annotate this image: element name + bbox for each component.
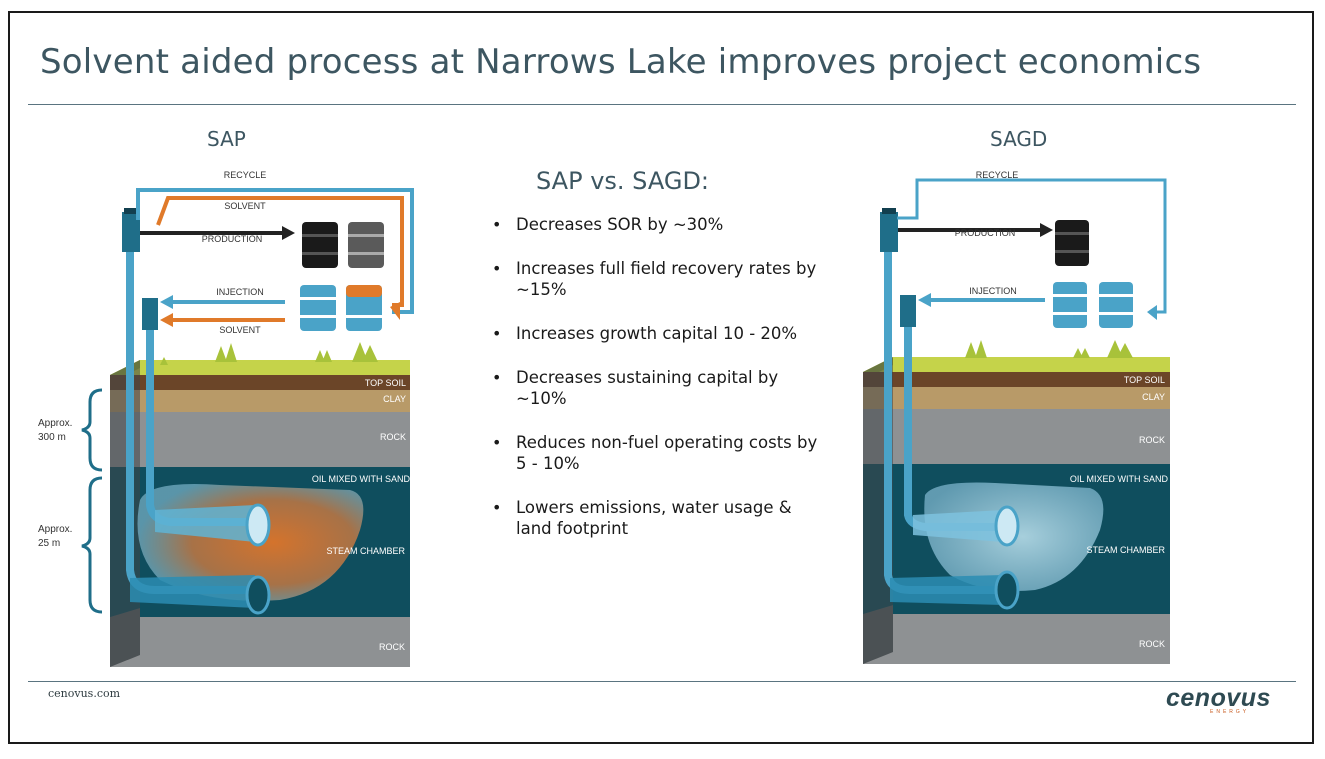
rock-bottom-label: ROCK: [1139, 639, 1165, 649]
solvent-bottom-label: SOLVENT: [219, 325, 261, 335]
injection-label: INJECTION: [969, 286, 1017, 296]
production-barrels: [302, 222, 384, 268]
recycle-line: [136, 188, 414, 314]
sap-heading: SAP: [207, 127, 246, 151]
trees-icon: [160, 342, 378, 365]
cenovus-logo-sub: ENERGY: [1210, 709, 1250, 715]
list-item: Increases full field recovery rates by ~…: [490, 258, 820, 300]
list-item: Lowers emissions, water usage & land foo…: [490, 497, 820, 539]
rock-bottom-layer: [110, 617, 410, 667]
injection-wellhead: [142, 298, 158, 330]
ground-top-surface: [863, 357, 1170, 372]
approx-25-label-a: Approx.: [38, 524, 72, 535]
rock-layer: [110, 412, 410, 467]
list-item: Reduces non-fuel operating costs by 5 - …: [490, 432, 820, 474]
slide-title: Solvent aided process at Narrows Lake im…: [40, 42, 1202, 82]
depth-brace-300m: [81, 388, 103, 472]
approx-300-label-b: 300 m: [38, 432, 66, 443]
production-pipe-end: [994, 570, 1020, 610]
comparison-heading: SAP vs. SAGD:: [536, 167, 710, 195]
footer-url: cenovus.com: [48, 687, 121, 700]
clay-label: CLAY: [383, 394, 406, 404]
solvent-top-label: SOLVENT: [224, 201, 266, 211]
rock-bottom-label: ROCK: [379, 642, 405, 652]
production-wellhead: [122, 212, 140, 252]
steam-chamber-label: STEAM CHAMBER: [326, 546, 405, 556]
topsoil-layer: [110, 375, 410, 390]
trees-icon: [965, 340, 1133, 358]
topsoil-layer: [863, 372, 1170, 387]
comparison-list: Decreases SOR by ~30% Increases full fie…: [490, 214, 820, 562]
top-soil-label: TOP SOIL: [1124, 375, 1165, 385]
recycle-label: RECYCLE: [976, 170, 1019, 180]
injection-barrels: [300, 285, 382, 331]
rock-bottom-layer: [863, 614, 1170, 664]
clay-layer: [110, 390, 410, 412]
list-item: Decreases sustaining capital by ~10%: [490, 367, 820, 409]
oil-sand-label: OIL MIXED WITH SAND: [1070, 474, 1169, 484]
footer-divider: [28, 681, 1296, 682]
top-soil-label: TOP SOIL: [365, 378, 406, 388]
sap-diagram: RECYCLE SOLVENT PRODUCTION INJECTION SOL…: [38, 170, 414, 667]
injection-barrels: [1053, 282, 1133, 328]
rock-label: ROCK: [1139, 435, 1165, 445]
clay-layer: [863, 387, 1170, 409]
approx-300-label-a: Approx.: [38, 418, 72, 429]
production-label: PRODUCTION: [202, 234, 263, 244]
steam-chamber-label: STEAM CHAMBER: [1086, 545, 1165, 555]
title-divider: [28, 104, 1296, 105]
injection-wellhead: [900, 295, 916, 327]
recycle-label: RECYCLE: [224, 170, 267, 180]
recycle-line: [897, 178, 1167, 314]
injection-pipe-end: [994, 505, 1020, 547]
injection-label: INJECTION: [216, 287, 264, 297]
rock-layer: [863, 409, 1170, 464]
production-wellhead: [880, 212, 898, 252]
depth-brace-25m: [81, 476, 103, 614]
list-item: Decreases SOR by ~30%: [490, 214, 820, 235]
injection-pipe-end: [245, 503, 271, 547]
clay-label: CLAY: [1142, 392, 1165, 402]
sagd-heading: SAGD: [990, 127, 1048, 151]
approx-25-label-b: 25 m: [38, 538, 60, 549]
oil-sand-label: OIL MIXED WITH SAND: [312, 474, 411, 484]
rock-label: ROCK: [380, 432, 406, 442]
production-pipe-end: [245, 575, 271, 615]
production-barrels: [1055, 220, 1089, 266]
cenovus-logo: cenovus: [1166, 684, 1271, 712]
ground-top-surface: [110, 360, 410, 375]
production-label: PRODUCTION: [955, 228, 1016, 238]
sagd-diagram: RECYCLE PRODUCTION INJECTION TOP SOIL CL…: [863, 170, 1170, 664]
list-item: Increases growth capital 10 - 20%: [490, 323, 820, 344]
